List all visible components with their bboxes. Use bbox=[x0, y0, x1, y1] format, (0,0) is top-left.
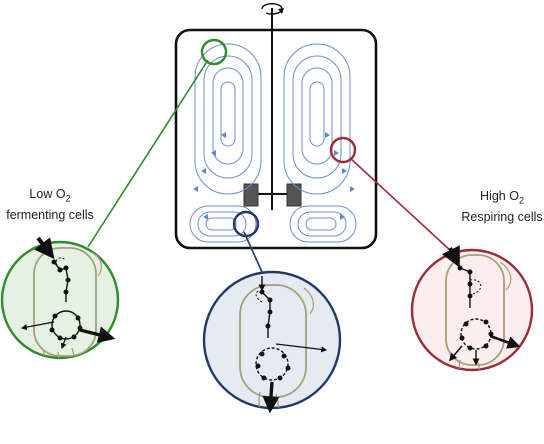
label-fermenting-cells: fermenting cells bbox=[6, 207, 94, 222]
connector-center bbox=[243, 231, 263, 273]
connector-fermenting bbox=[87, 59, 209, 248]
label-low-o2-subscript: 2 bbox=[65, 193, 71, 204]
bioreactor-vessel bbox=[174, 28, 378, 250]
label-low-o2-prefix: Low O bbox=[29, 187, 66, 201]
respiring-pathway bbox=[441, 245, 521, 366]
connector-respiring bbox=[349, 157, 453, 253]
label-high-o2-subscript: 2 bbox=[518, 195, 524, 206]
zoom-spot-center bbox=[232, 210, 260, 238]
label-low-o2: Low O2 fermenting cells bbox=[2, 186, 98, 223]
fermenting-cell-zoom bbox=[0, 236, 120, 360]
flow-arrowheads bbox=[193, 132, 355, 220]
flow-streamlines bbox=[189, 43, 357, 243]
label-high-o2: High O2 Respiring cells bbox=[460, 188, 544, 225]
label-respiring-cells: Respiring cells bbox=[461, 209, 543, 224]
label-high-o2-prefix: High O bbox=[480, 189, 519, 203]
fermenting-pathway bbox=[20, 236, 116, 350]
transitional-cell-zoom bbox=[202, 270, 342, 414]
zoom-spot-fermenting bbox=[200, 38, 228, 66]
center-pathway bbox=[255, 276, 328, 414]
respiring-cell-zoom bbox=[410, 245, 534, 372]
zoom-spot-respiring bbox=[329, 136, 357, 164]
